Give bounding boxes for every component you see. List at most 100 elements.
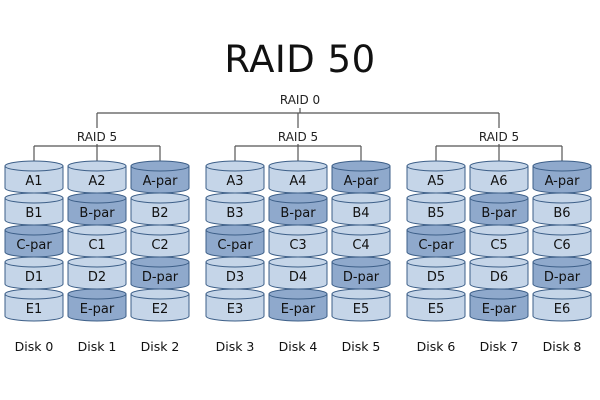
parity-block: A-par [130,160,190,194]
parity-block: A-par [331,160,391,194]
data-block: D6 [469,256,529,290]
cylinder-top [205,256,265,268]
data-block: E5 [331,288,391,322]
cylinder-top [67,256,127,268]
cylinder-top [130,160,190,172]
block-label: C1 [88,238,105,253]
data-block: B2 [130,192,190,226]
block-label: E3 [227,302,244,317]
data-block: C1 [67,224,127,258]
block-label: B4 [352,206,369,221]
data-block: D2 [67,256,127,290]
data-block: E3 [205,288,265,322]
cylinder-top [130,256,190,268]
data-block: D1 [4,256,64,290]
disk-label: Disk 4 [279,339,318,354]
parity-block: B-par [268,192,328,226]
cylinder-top [331,288,391,300]
cylinder-top [130,224,190,236]
cylinder-top [331,192,391,204]
block-label: D4 [289,270,307,285]
block-label: A2 [88,174,105,189]
block-label: D3 [226,270,244,285]
cylinder-top [406,256,466,268]
cylinder-top [4,288,64,300]
block-label: A6 [490,174,507,189]
diagram-title: RAID 50 [224,38,376,81]
cylinder-top [67,288,127,300]
parity-block: A-par [532,160,592,194]
cylinder-top [4,160,64,172]
parity-block: E-par [268,288,328,322]
disk-label: Disk 6 [417,339,456,354]
cylinder-top [268,224,328,236]
raid5-label: RAID 5 [479,130,519,144]
block-label: B1 [25,206,42,221]
block-label: D-par [343,270,380,285]
block-label: C2 [151,238,168,253]
cylinder-top [406,160,466,172]
block-label: C-par [217,238,253,253]
parity-block: E-par [469,288,529,322]
block-label: E-par [80,302,115,317]
disk-label: Disk 2 [141,339,180,354]
data-block: C5 [469,224,529,258]
cylinder-top [469,224,529,236]
data-block: C4 [331,224,391,258]
disk-label: Disk 8 [543,339,582,354]
data-block: D5 [406,256,466,290]
cylinder-top [469,160,529,172]
block-label: D2 [88,270,106,285]
data-block: B3 [205,192,265,226]
block-label: E5 [428,302,445,317]
parity-block: C-par [205,224,265,258]
block-label: A3 [226,174,243,189]
data-block: A1 [4,160,64,194]
data-block: E5 [406,288,466,322]
block-label: C5 [490,238,507,253]
data-block: A4 [268,160,328,194]
block-label: D6 [490,270,508,285]
cylinder-top [331,256,391,268]
block-label: E-par [281,302,316,317]
cylinder-top [205,288,265,300]
block-label: B6 [553,206,570,221]
block-label: B3 [226,206,243,221]
data-block: E2 [130,288,190,322]
data-block: B6 [532,192,592,226]
cylinder-top [469,256,529,268]
cylinder-top [469,192,529,204]
disk-label: Disk 3 [216,339,255,354]
cylinder-body [532,293,592,322]
data-block: C6 [532,224,592,258]
raid5-label: RAID 5 [77,130,117,144]
cylinder-body [406,293,466,322]
block-label: C6 [553,238,570,253]
parity-block: D-par [130,256,190,290]
data-block: B1 [4,192,64,226]
disk-label: Disk 0 [15,339,54,354]
cylinder-body [4,293,64,322]
block-label: C4 [352,238,369,253]
cylinder-body [130,293,190,322]
data-block: A3 [205,160,265,194]
block-label: B5 [427,206,444,221]
cylinder-top [268,256,328,268]
block-label: E5 [353,302,370,317]
cylinder-top [130,288,190,300]
disk-label: Disk 7 [480,339,519,354]
block-label: D1 [25,270,43,285]
cylinder-top [532,160,592,172]
block-label: E1 [26,302,43,317]
data-block: A5 [406,160,466,194]
block-label: B2 [151,206,168,221]
parity-block: C-par [4,224,64,258]
cylinder-top [532,288,592,300]
data-block: A6 [469,160,529,194]
